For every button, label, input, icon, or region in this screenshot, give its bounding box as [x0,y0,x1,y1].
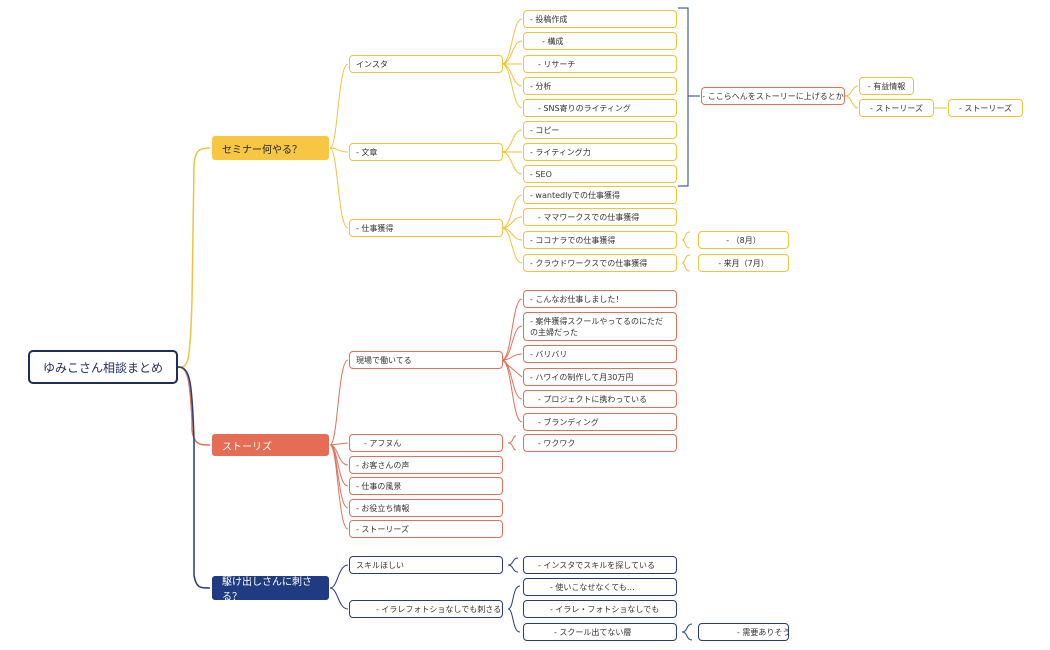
node-skill[interactable]: スキルほしい [349,556,503,574]
node-working-item[interactable]: - プロジェクトに携わっている [523,390,677,408]
node-bunsho-item[interactable]: - コピー [523,121,677,139]
node-wakuwaku[interactable]: - ワクワク [523,434,677,452]
node-irare-item[interactable]: - スクール出てない層 [523,623,677,641]
node-useful-info[interactable]: - 有益情報 [859,77,914,95]
node-insta-item[interactable]: - SNS寄りのライティング [523,99,677,117]
node-irare-item[interactable]: - 使いこなせなくても… [523,578,677,596]
node-story-up[interactable]: - ここらへんをストーリーに上げるとか [701,87,845,105]
node-insta-item[interactable]: - 投稿作成 [523,10,677,28]
node-working-item[interactable]: - 案件獲得スクールやってるのにただの主婦だった [523,312,677,341]
node-insta[interactable]: インスタ [349,55,503,73]
branch-seminar[interactable]: セミナー何やる？ [212,136,329,160]
node-next-month[interactable]: - 来月（7月） [698,254,789,272]
node-bunsho[interactable]: - 文章 [349,143,503,161]
node-working-item[interactable]: - こんなお仕事しました！ [523,290,677,308]
node-job-item[interactable]: - ママワークスでの仕事獲得 [523,208,677,226]
node-insta-item[interactable]: - 構成 [523,32,677,50]
node-job-item[interactable]: - wantedlyでの仕事獲得 [523,186,677,204]
root-node[interactable]: ゆみこさん相談まとめ [28,350,178,384]
node-stories-other[interactable]: - ストーリーズ [349,520,503,538]
node-august[interactable]: - （8月） [698,231,789,249]
node-insta-item[interactable]: - リサーチ [523,55,677,73]
node-working-item[interactable]: - バリバリ [523,345,677,363]
node-working[interactable]: 現場で働いてる [349,351,503,369]
node-afu[interactable]: - アフヌん [349,434,503,452]
node-stories-other[interactable]: - お役立ち情報 [349,499,503,517]
branch-beginner[interactable]: 駆け出しさんに刺さる？ [212,576,329,603]
node-demand[interactable]: - 需要ありそう [698,623,789,641]
node-job-item[interactable]: - クラウドワークスでの仕事獲得 [523,254,677,272]
node-stories-2[interactable]: - ストーリーズ [948,99,1023,117]
node-stories-other[interactable]: - お客さんの声 [349,456,503,474]
node-job-item[interactable]: - ココナラでの仕事獲得 [523,231,677,249]
node-irare[interactable]: - イラレフォトショなしでも刺さる？ [349,600,503,618]
node-job[interactable]: - 仕事獲得 [349,219,503,237]
node-bunsho-item[interactable]: - ライティング力 [523,143,677,161]
node-working-item[interactable]: - ハワイの制作して月30万円 [523,368,677,386]
node-stories-other[interactable]: - 仕事の風景 [349,477,503,495]
node-insta-item[interactable]: - 分析 [523,77,677,95]
node-stories-1[interactable]: - ストーリーズ [859,99,934,117]
node-skill-item[interactable]: - インスタでスキルを探している [523,556,677,574]
node-irare-item[interactable]: - イラレ・フォトショなしでも [523,600,677,618]
branch-stories[interactable]: ストーリズ [212,434,329,456]
node-working-item[interactable]: - ブランディング [523,413,677,431]
node-bunsho-item[interactable]: - SEO [523,165,677,183]
